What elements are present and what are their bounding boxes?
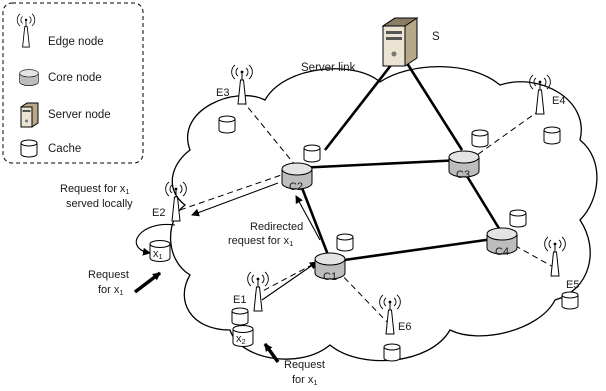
cache-c4	[509, 209, 527, 228]
core-label-c1: C1	[323, 271, 337, 283]
edge-label-e2: E2	[152, 207, 165, 219]
redirected-text-2: request for x1	[228, 235, 293, 248]
redirect-arrow-c2-e2	[191, 182, 279, 217]
server-link-label: Server link	[301, 62, 356, 74]
request-left-text-1: Request	[88, 269, 129, 281]
request-left-text-2: for x1	[98, 284, 124, 297]
request-arrow-e1-c1	[261, 261, 318, 301]
core-label-c2: C2	[289, 181, 303, 193]
cache-x2-label: x2	[236, 333, 246, 346]
edge-label-e3: E3	[216, 87, 229, 99]
cache-e4	[543, 126, 561, 145]
core-label-c3: C3	[456, 169, 470, 181]
redirected-text-1: Redirected	[250, 221, 303, 233]
legend-label-core: Core node	[48, 72, 102, 84]
core-node-icon	[19, 69, 39, 86]
legend-label-server: Server node	[48, 109, 111, 121]
legend-label-edge: Edge node	[48, 36, 104, 48]
edge-label-e6: E6	[398, 321, 411, 333]
core-link-c1-c4	[329, 236, 501, 264]
served-locally-text-2: served locally	[66, 198, 133, 210]
cache-c1	[336, 233, 354, 252]
served-locally-text: Request for x1	[60, 183, 130, 196]
redirect-arrow-c1-c2	[295, 195, 321, 241]
cache-icon	[20, 139, 38, 158]
request-bottom-thick-arrow	[263, 342, 280, 364]
request-bottom-text-1: Request	[284, 359, 325, 371]
server-link-c3	[403, 59, 464, 151]
server-node	[381, 17, 419, 67]
core-link-c2-c1	[295, 174, 332, 261]
server-link-c2	[323, 59, 397, 151]
cache-e1-x2	[232, 325, 254, 347]
server-node-icon	[20, 102, 39, 128]
legend: Edge node Core node Server node Cache	[2, 2, 144, 164]
cache-x1-label: x1	[153, 248, 163, 261]
cache-e5	[561, 291, 579, 310]
edge-label-e5: E5	[566, 279, 579, 291]
cache-e6	[383, 343, 401, 362]
server-label: S	[432, 31, 440, 43]
cache-c3	[471, 129, 489, 148]
request-bottom-text-2: for x1	[292, 374, 318, 387]
edge-label-e4: E4	[552, 95, 565, 107]
cache-e2-x1	[149, 240, 171, 262]
core-label-c4: C4	[495, 246, 509, 258]
served-locally-arrow	[135, 223, 176, 256]
core-link-c3-c4	[460, 167, 502, 231]
request-left-thick-arrow	[133, 271, 162, 294]
cache-e3	[218, 115, 236, 134]
legend-label-cache: Cache	[48, 143, 81, 155]
cache-e1-small	[231, 307, 249, 326]
core-link-c2-c3	[296, 158, 463, 170]
edge-label-e1: E1	[233, 294, 246, 306]
cache-c2	[303, 144, 321, 163]
